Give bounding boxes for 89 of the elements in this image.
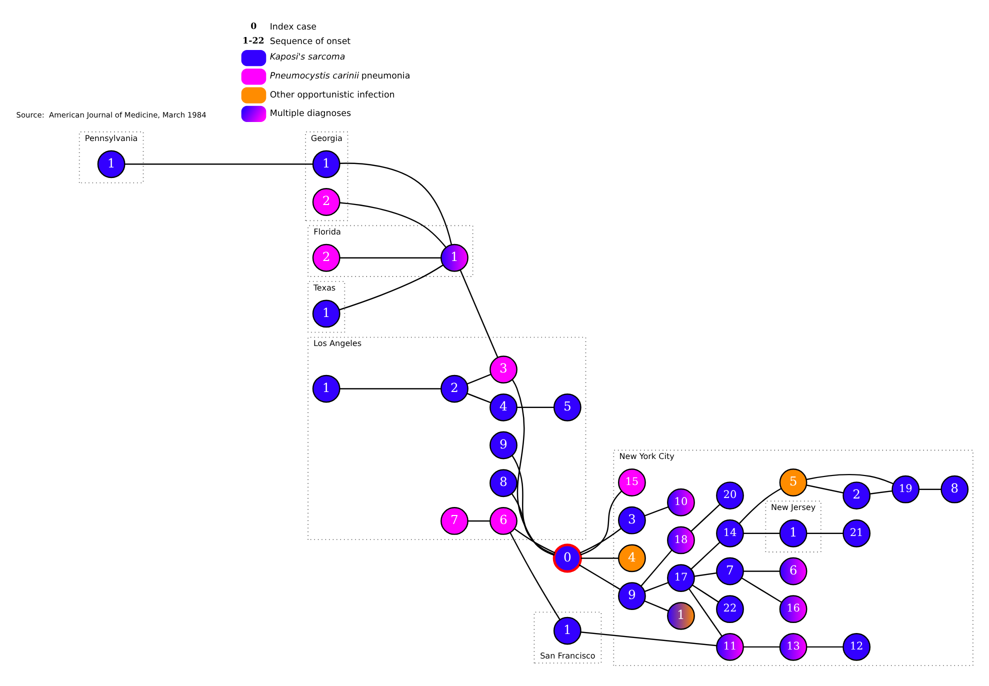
node-circle: 9 [490,430,518,459]
node-circle: 2 [312,243,340,272]
node-circle: 0 [552,543,582,572]
connector [124,163,313,164]
node-circle: 1 [553,616,582,644]
connector [690,541,720,570]
connector [340,256,441,258]
connector [870,490,892,494]
connector [466,373,492,384]
node-circle: 20 [716,481,744,509]
legend-label: Pneumocystis carinii pneumonia [270,70,410,81]
node-circle: 4 [490,392,518,421]
connector [580,527,622,554]
node-circle: 2 [312,188,340,216]
connector [517,406,554,408]
node-circle: 1 [667,601,695,630]
node-circle: 6 [779,556,808,585]
node-circle: 8 [490,468,518,497]
connector [514,528,556,553]
node-circle: 15 [618,468,646,496]
node-circle: 2 [440,374,468,402]
connector [468,520,490,522]
node-circle: 1 [312,374,340,402]
legend-label: Multiple diagnoses [270,108,351,119]
node-circle: 11 [716,632,744,660]
node-circle: 13 [779,632,808,660]
connector [580,630,717,646]
node-circle: 3 [490,355,518,384]
connector [743,570,780,572]
legend-label: Sequence of onset [270,36,351,46]
label: 0 [250,22,257,32]
node-circle: 17 [667,564,695,592]
connector [580,490,622,555]
connector [340,202,447,248]
connector [806,484,844,493]
connector [743,646,780,648]
node-circle: 7 [440,506,468,534]
connector [806,532,844,534]
label: 1-22 [242,36,264,46]
connector [688,588,722,636]
connector [512,454,555,556]
connector [511,492,555,555]
connector [738,487,782,524]
connector [690,503,720,532]
node-circle: 12 [842,632,871,660]
connector [919,488,942,490]
legend-label: Kaposi's sarcoma [270,52,346,62]
node-circle: 1 [312,299,340,328]
node-circle: 2 [842,481,871,509]
connector [741,576,782,602]
connector [644,600,669,612]
connector [510,532,560,620]
node-circle: 6 [490,506,518,534]
node-circle: 21 [842,518,871,547]
node-circle: 18 [667,526,695,554]
connector [340,388,441,389]
node-circle: 9 [618,582,646,610]
node-circle: 10 [667,488,695,516]
connector [743,532,780,534]
connector [640,549,672,586]
connector [466,392,492,403]
node-circle: 5 [779,468,808,496]
connector [692,584,719,602]
connector [340,162,452,244]
node-circle: 19 [892,474,920,503]
node-circle: 16 [779,594,808,623]
connector [644,582,669,592]
legend-label: Index case [270,22,316,32]
node-circle: 4 [618,544,646,572]
node-circle: 1 [312,150,340,178]
connector [460,269,498,358]
connector [644,506,669,516]
node-circle: 1 [779,518,808,547]
node-circle: 1 [440,243,468,272]
legend-label: Other opportunistic infection [270,90,395,100]
connector [512,378,555,556]
connector [694,572,717,576]
connector [580,557,619,558]
node-circle: 8 [940,474,969,503]
node-circle: 5 [553,392,582,421]
node-circle: 7 [716,556,744,585]
connector [806,646,844,648]
node-circle: 1 [97,150,126,178]
connector [338,264,444,310]
connector [806,474,894,484]
node-circle: 22 [716,594,744,623]
node-circle: 3 [618,506,646,534]
connector [578,564,621,590]
node-circle: 14 [716,518,744,547]
